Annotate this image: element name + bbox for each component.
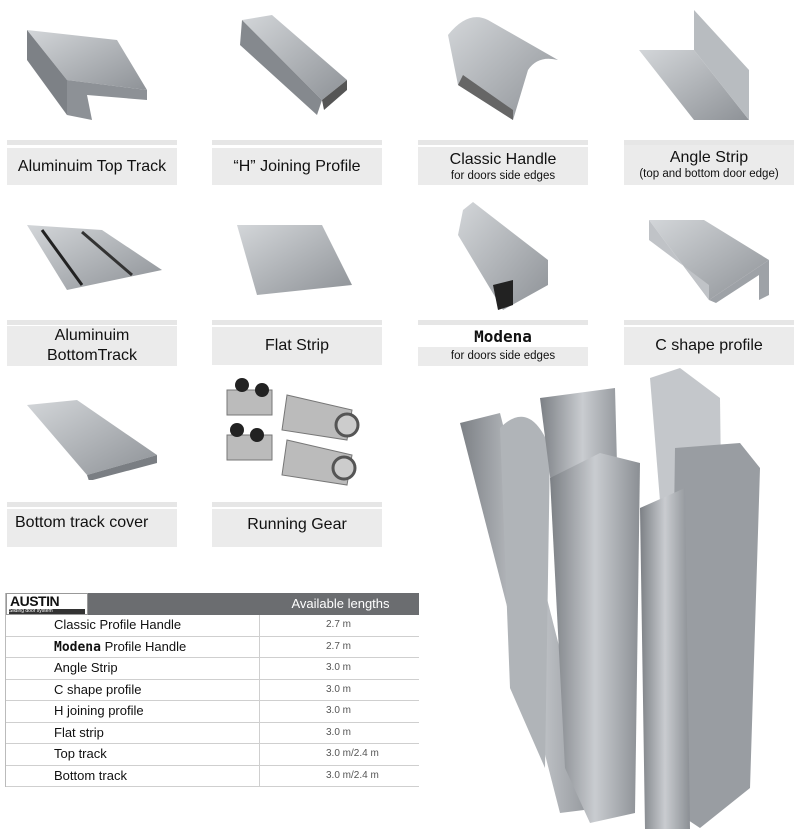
product-title-line2: BottomTrack [46, 347, 138, 364]
profile-length: 2.7 m [326, 640, 352, 652]
profile-name: C shape profile [6, 679, 260, 700]
flat-strip-image [237, 225, 352, 295]
product-title: Running Gear [212, 509, 382, 547]
product-subtitle: for doors side edges [450, 170, 556, 182]
profile-name: Profile Handle [100, 638, 187, 654]
product-title: Angle Strip [669, 149, 749, 166]
table-row: Classic Profile Handle 2.7 m [6, 615, 419, 637]
table-row: Top track 3.0 m/2.4 m [6, 744, 419, 766]
profile-length: 3.0 m [326, 662, 352, 673]
profile-name: Angle Strip [6, 658, 260, 679]
table-row: C shape profile 3.0 m [6, 679, 419, 701]
profile-name: Bottom track [6, 765, 260, 786]
product-title: Flat Strip [212, 327, 382, 365]
profile-length: 3.0 m [326, 683, 352, 695]
product-subtitle: for doors side edges [418, 347, 588, 366]
profile-name: Top track [6, 744, 260, 765]
h-profile-image [240, 15, 347, 115]
c-shape-image [649, 220, 769, 303]
profile-length: 3.0 m/2.4 m [326, 769, 379, 781]
logo-text: AUSTIN [10, 593, 60, 609]
angle-strip-image [639, 10, 749, 120]
top-track-image [27, 30, 147, 120]
bottom-track-cover-image [27, 400, 157, 480]
bottom-track-image [27, 225, 162, 290]
product-title: Modena [474, 327, 532, 346]
profile-length: 3.0 m [326, 726, 352, 738]
profile-name: H joining profile [6, 701, 260, 722]
column-header-lengths: Available lengths [291, 596, 390, 611]
profile-name-prefix: Modena [54, 639, 101, 655]
logo-tagline: Sliding door system [9, 609, 85, 614]
profile-length: 3.0 m [326, 705, 352, 716]
profiles-composite-image [460, 368, 760, 829]
profile-length: 2.7 m [326, 619, 352, 630]
product-title: Aluminuim Top Track [7, 148, 177, 185]
product-title: Classic Handle [449, 151, 557, 168]
table-row: Flat strip 3.0 m [6, 722, 419, 744]
table-row: H joining profile 3.0 m [6, 701, 419, 723]
running-gear-image [226, 378, 360, 486]
product-title: Bottom track cover [7, 509, 177, 547]
product-subtitle: (top and bottom door edge) [639, 168, 779, 180]
table-row: Bottom track 3.0 m/2.4 m [6, 765, 419, 787]
modena-handle-image [458, 202, 548, 310]
classic-handle-image [448, 17, 558, 120]
profile-name: Classic Profile Handle [6, 615, 260, 636]
product-title: C shape profile [624, 327, 794, 365]
table-row: Modena Profile Handle 2.7 m [6, 636, 419, 658]
profile-name: Flat strip [6, 722, 260, 743]
product-title: “H” Joining Profile [212, 148, 382, 185]
profile-length: 3.0 m/2.4 m [326, 748, 379, 759]
product-title: Aluminuim [54, 327, 130, 344]
table-row: Angle Strip 3.0 m [6, 658, 419, 680]
